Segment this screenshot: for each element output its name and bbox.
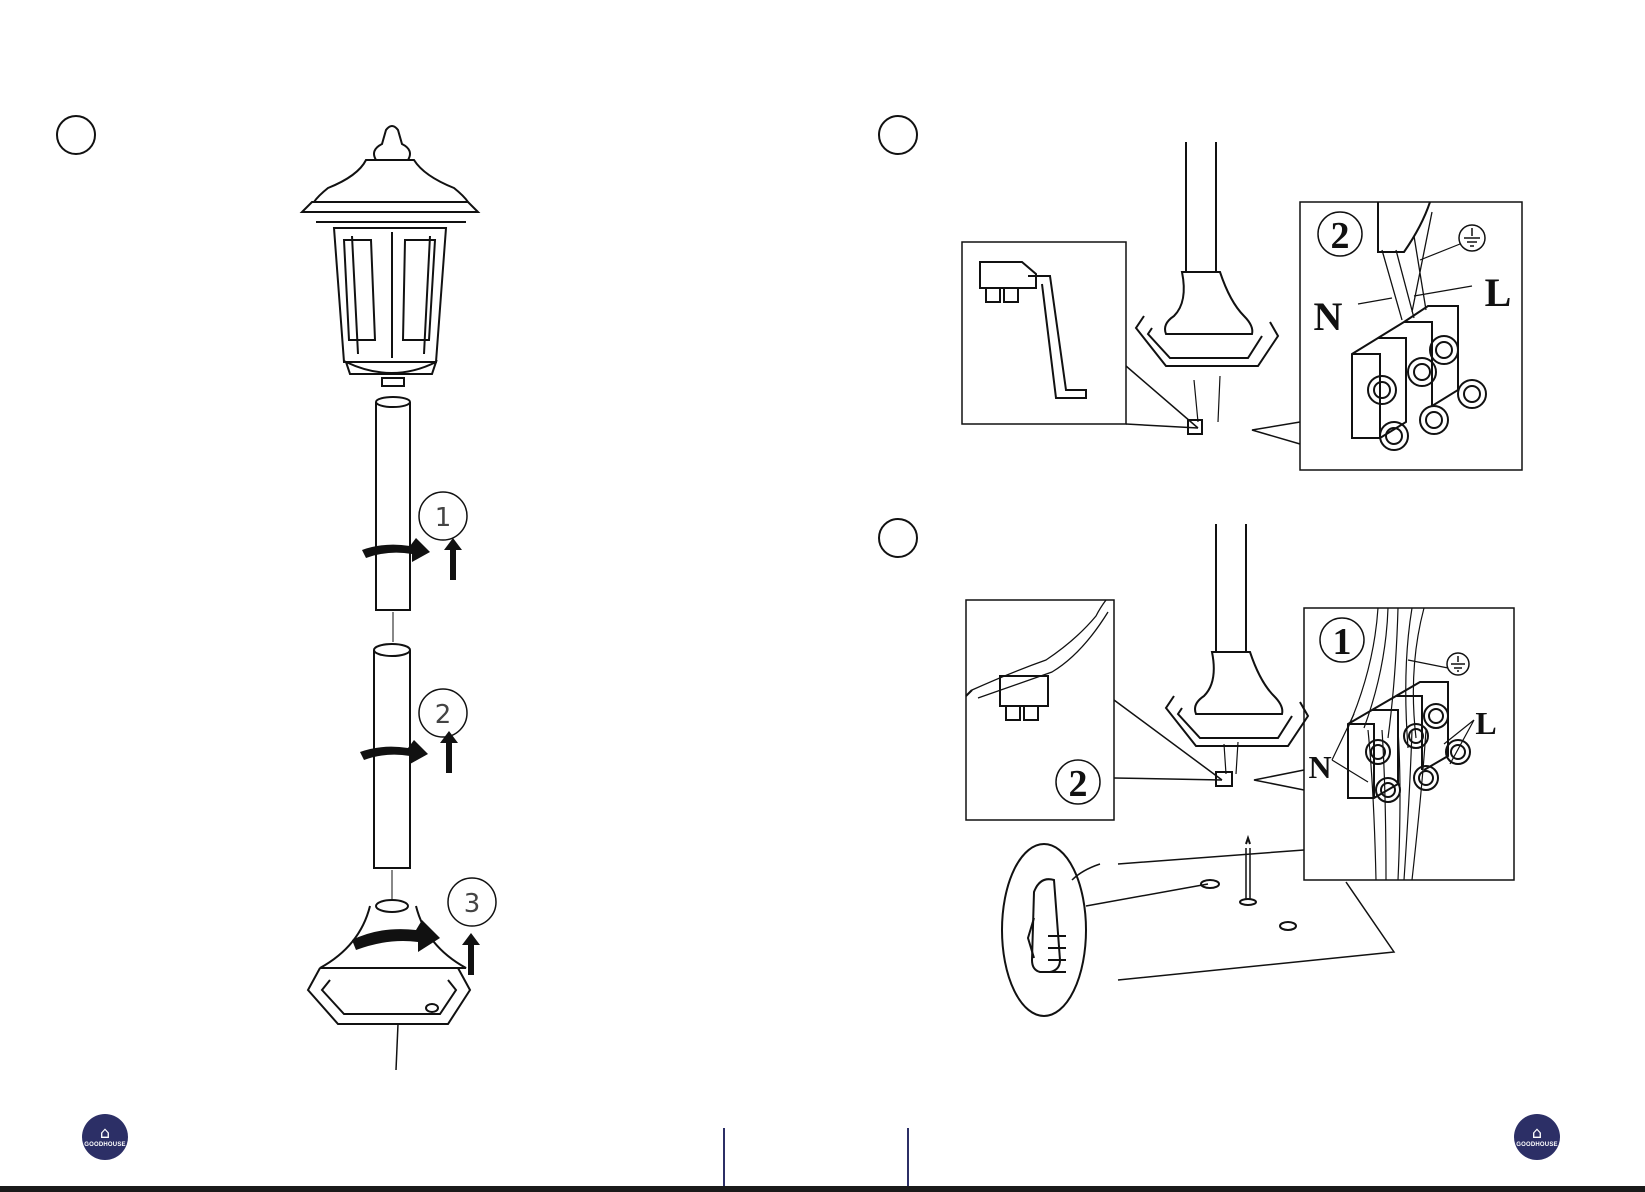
wiring-inset-left [962, 242, 1126, 424]
ground-plane [1118, 850, 1394, 980]
page-divider-left [723, 1128, 725, 1186]
base-connector [376, 900, 408, 912]
assembly-marker-3-text: 3 [464, 889, 481, 919]
brand-name-right: GOODHOUSE [1516, 1141, 1557, 1149]
middle-pole-section [374, 650, 410, 868]
rotate-arrow-icon-2 [360, 740, 428, 764]
assembly-marker-2-text: 2 [435, 700, 452, 730]
bottom-edge-bar [0, 1186, 1645, 1192]
lantern-base [346, 362, 436, 374]
upper-pole-top [376, 397, 410, 407]
brand-name-left: GOODHOUSE [84, 1141, 125, 1149]
house-icon: ⌂ [1532, 1125, 1542, 1141]
goodhouse-logo-right: ⌂ GOODHOUSE [1514, 1114, 1560, 1160]
lantern-roof-rim [302, 202, 478, 212]
mounting-neutral-label: N [1308, 749, 1331, 785]
lamp-assembly-diagram: 1 2 3 [0, 0, 822, 1192]
left-page: 1 2 3 ⌂ GOODHOUSE [0, 0, 822, 1192]
wiring-pole [1186, 142, 1216, 272]
wiring-live-label: L [1485, 270, 1512, 315]
base-plate [308, 968, 470, 1024]
rotate-arrow-icon-3 [352, 920, 440, 952]
middle-pole-top [374, 644, 410, 656]
mounting-inset-marker-right-text: 1 [1333, 621, 1352, 663]
wiring-inset-marker-text: 2 [1331, 215, 1350, 257]
upper-pole-section [376, 402, 410, 610]
right-page: 2 N L 1 2 N L ⌂ GOODHOUSE [822, 0, 1645, 1192]
goodhouse-logo-left: ⌂ GOODHOUSE [82, 1114, 128, 1160]
wiring-and-mounting-diagram: 2 N L 1 2 N L [822, 0, 1645, 1192]
mounting-inset-left [966, 600, 1114, 820]
lantern-finial [374, 126, 410, 160]
wall-plug-inset [1002, 844, 1086, 1016]
mounting-pole [1216, 524, 1246, 652]
wiring-neutral-label: N [1314, 294, 1343, 339]
mounting-live-label: L [1475, 705, 1496, 741]
up-arrow-icon-1 [444, 538, 462, 580]
lantern-roof [314, 160, 468, 202]
rotate-arrow-icon-1 [362, 538, 430, 562]
assembly-marker-1-text: 1 [435, 503, 452, 533]
house-icon: ⌂ [100, 1125, 110, 1141]
mounting-inset-marker-left-text: 2 [1069, 763, 1088, 805]
